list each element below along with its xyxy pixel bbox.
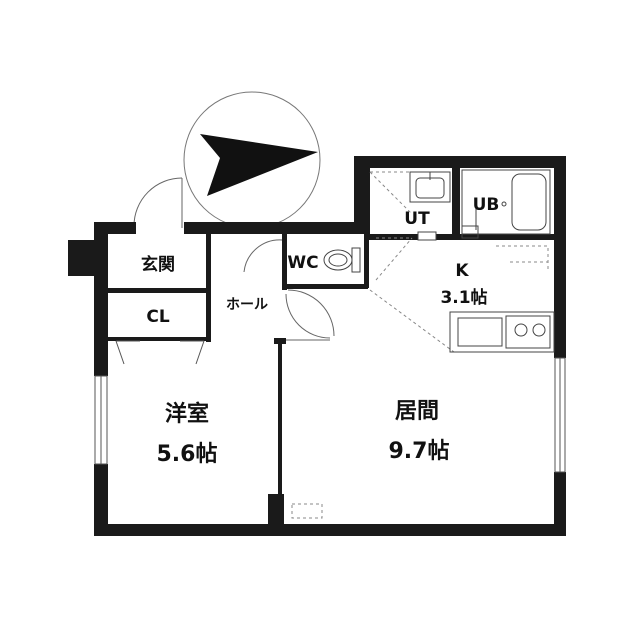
windows xyxy=(94,357,566,473)
room-size-western-room: 5.6帖 xyxy=(157,442,218,467)
washbasin-icon xyxy=(409,171,479,241)
room-label-hall: ホール xyxy=(226,297,268,313)
room-size-living: 9.7帖 xyxy=(389,439,450,464)
room-label-western-room: 洋室 xyxy=(165,401,209,427)
room-label-kitchen: K xyxy=(455,261,469,281)
dashed-lines xyxy=(291,171,549,519)
kitchen-counter xyxy=(449,311,555,353)
room-label-ut: UT xyxy=(404,209,430,229)
sink-icon xyxy=(457,317,503,347)
room-label-genkan: 玄関 xyxy=(141,254,175,275)
toilet-icon xyxy=(323,247,361,273)
bathtub-icon xyxy=(461,169,551,235)
room-label-living: 居間 xyxy=(395,399,439,424)
door-swings xyxy=(243,239,335,341)
entrance-door-swing xyxy=(133,177,183,228)
room-label-closet: CL xyxy=(146,307,169,327)
room-label-wc: WC xyxy=(287,253,318,273)
room-size-kitchen: 3.1帖 xyxy=(440,287,487,308)
closet-doors xyxy=(115,340,205,365)
room-label-ub: UB xyxy=(473,195,500,215)
stove-icon xyxy=(505,315,551,349)
north-arrow-icon xyxy=(183,91,321,229)
